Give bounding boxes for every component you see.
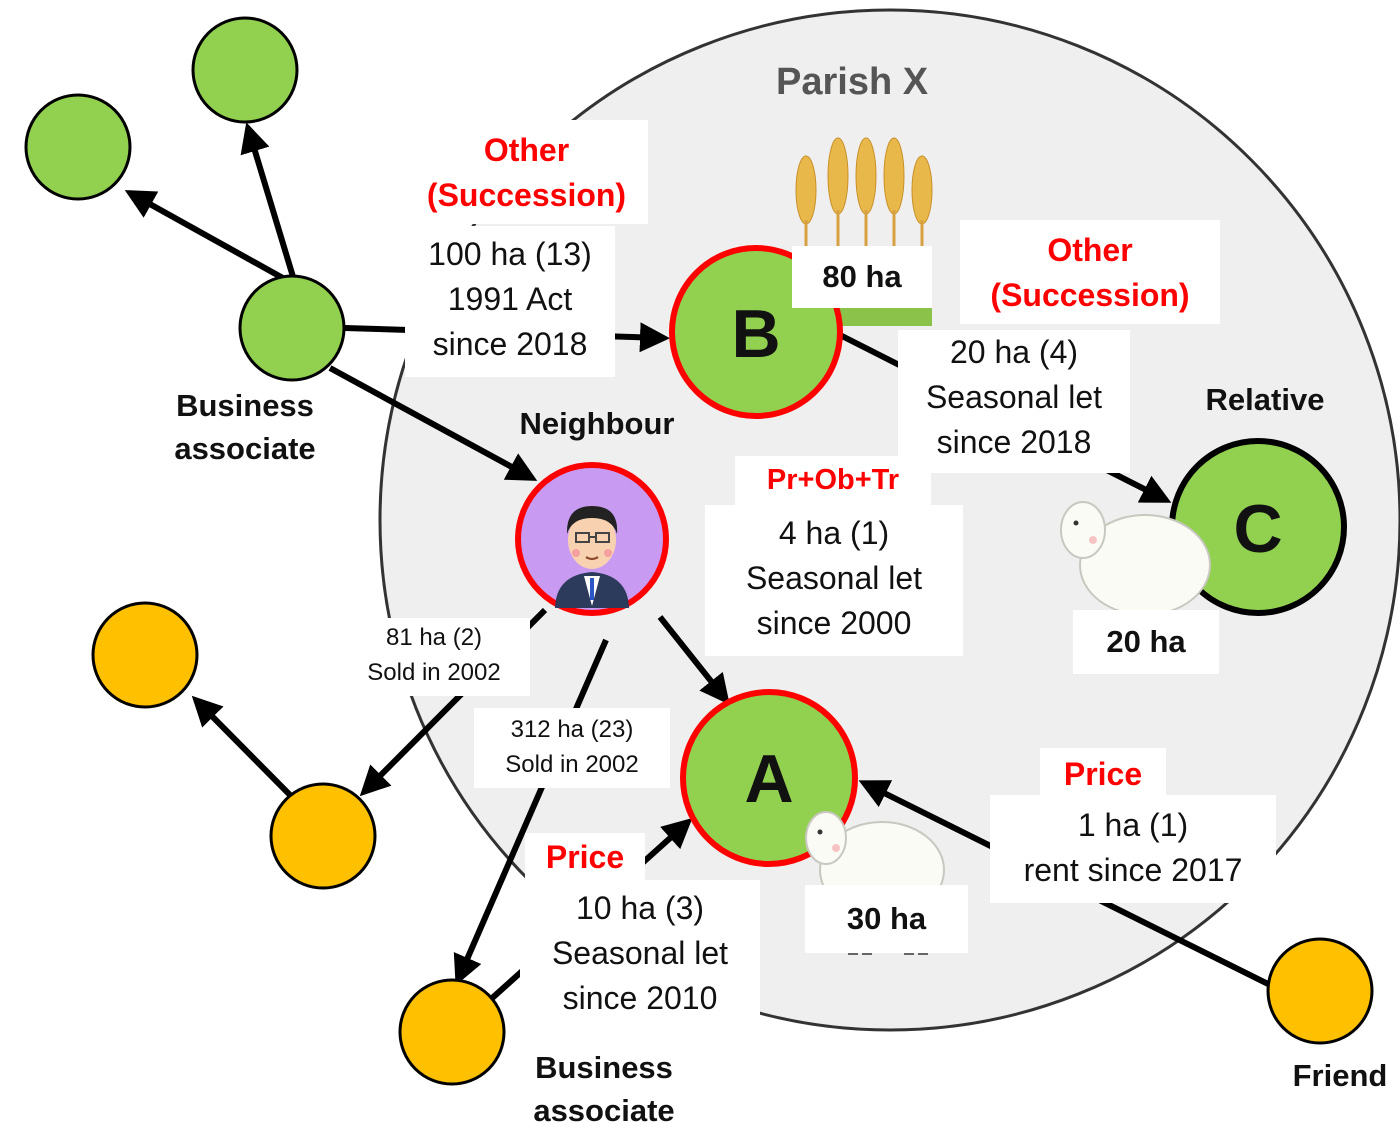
node-c-label: C (1233, 491, 1283, 567)
area-label-a: 30 ha (805, 885, 968, 953)
parish-title: Parish X (776, 61, 929, 103)
wheat-icon (795, 137, 933, 326)
detail-line: Seasonal let (745, 560, 923, 596)
detail-line: Seasonal let (925, 379, 1103, 415)
reason-line: Other (483, 132, 570, 168)
friend-node (1266, 937, 1374, 1045)
edge-label-reason: Pr+Ob+Tr (735, 456, 931, 505)
detail-line: 20 ha (4) (949, 334, 1079, 370)
detail-line: Sold in 2002 (505, 751, 639, 778)
green-node (191, 16, 299, 124)
edge-label-reason: Price (525, 833, 645, 882)
area-label-c: 20 ha (1073, 610, 1219, 674)
edge-neighbour-to-a (657, 615, 730, 705)
detail-line: since 2000 (756, 605, 912, 641)
caption-line: associate (174, 431, 316, 466)
edge-label-details: 20 ha (4) Seasonal let since 2018 (898, 330, 1130, 473)
reason-line: (Succession) (990, 277, 1190, 313)
reason-line: Other (1047, 232, 1133, 268)
green-node (24, 93, 132, 201)
business-associate-node (238, 274, 346, 382)
sheep-icon (1060, 501, 1211, 616)
reason-line: Price (1063, 756, 1143, 792)
edge-assoc-to-neighbour (328, 365, 538, 481)
caption-business-associate: Business associate (140, 384, 350, 470)
detail-line: 4 ha (1) (778, 515, 890, 551)
detail-line: Seasonal let (551, 935, 729, 971)
detail-line: since 2010 (562, 980, 718, 1016)
orange-node (269, 782, 377, 890)
detail-line: 100 ha (13) (428, 236, 592, 272)
detail-line: since 2018 (936, 424, 1092, 460)
node-b-label: B (731, 296, 781, 372)
caption-line: Business (176, 388, 314, 423)
caption-business-associate: Business associate (497, 1046, 711, 1132)
edge-label-details: 4 ha (1) Seasonal let since 2000 (705, 505, 963, 656)
detail-line: 1 ha (1) (1077, 807, 1189, 843)
person-avatar-icon (555, 506, 629, 608)
reason-line: (Succession) (426, 177, 627, 213)
edge-label-details: 10 ha (3) Seasonal let since 2010 (520, 880, 760, 1031)
edge-neighbour-to-orange3 (453, 638, 609, 986)
detail-line: 1991 Act (447, 281, 573, 317)
orange-node (91, 601, 199, 709)
detail-line: rent since 2017 (1023, 852, 1243, 888)
detail-line: 312 ha (23) (510, 716, 634, 743)
caption-relative: Relative (1205, 382, 1325, 417)
reason-line: Pr+Ob+Tr (766, 464, 900, 496)
node-a-label: A (744, 741, 794, 817)
area-label-b: 80 ha (792, 246, 932, 308)
edge-label-details: 81 ha (2) Sold in 2002 (338, 618, 530, 696)
edge-label-reason: Other (Succession) (405, 120, 648, 224)
caption-friend: Friend (1292, 1058, 1388, 1093)
edge-label-reason: Other (Succession) (960, 220, 1220, 324)
edge-label-details: 1 ha (1) rent since 2017 (990, 795, 1276, 903)
edge-assoc-to-green2 (240, 122, 297, 281)
edge-label-reason: Price (1040, 748, 1166, 801)
detail-line: 10 ha (3) (575, 890, 705, 926)
reason-line: Price (545, 839, 625, 875)
neighbour-node (515, 462, 669, 616)
caption-line: Business (535, 1050, 673, 1085)
edge-assoc-to-green1 (124, 190, 292, 285)
edge-orange1-to-orange2 (191, 695, 293, 798)
detail-line: Sold in 2002 (367, 659, 501, 686)
detail-line: since 2018 (432, 326, 588, 362)
detail-line: 81 ha (2) (385, 624, 483, 651)
caption-line: associate (533, 1093, 675, 1128)
caption-neighbour: Neighbour (519, 406, 675, 441)
edge-label-details: 100 ha (13) 1991 Act since 2018 (405, 226, 615, 377)
business-associate-orange-node (398, 978, 506, 1086)
edge-label-details: 312 ha (23) Sold in 2002 (474, 708, 670, 788)
